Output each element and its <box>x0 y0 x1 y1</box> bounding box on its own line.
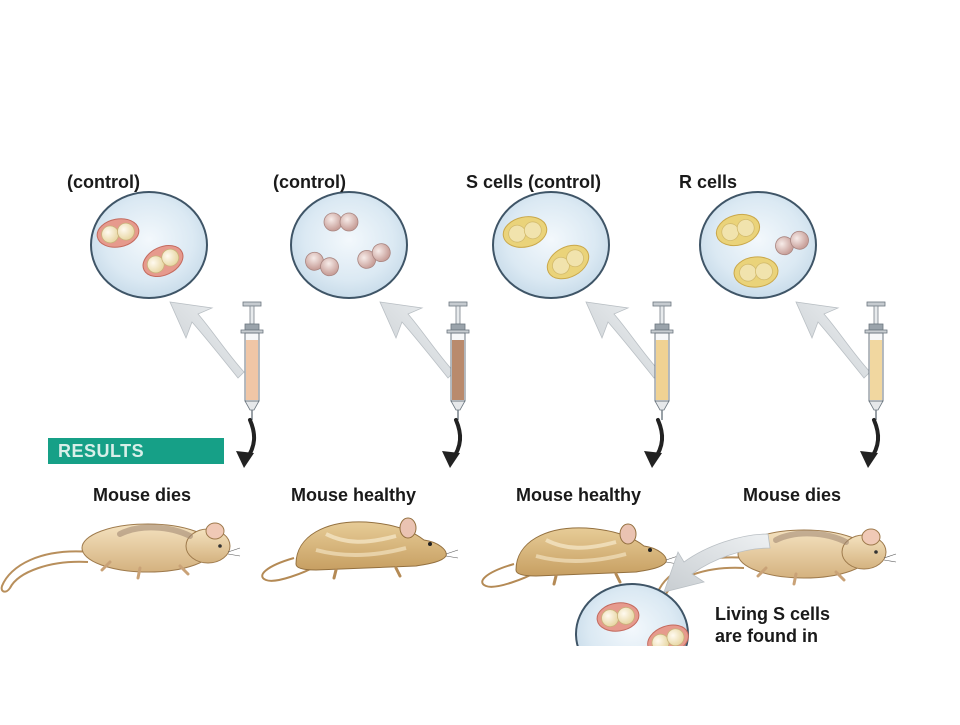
syringe-3 <box>650 301 674 421</box>
down-arrow-2 <box>440 418 463 470</box>
syringe-1 <box>240 301 264 421</box>
mouse-1-dead <box>2 523 240 592</box>
petri-dish-2 <box>290 191 408 299</box>
down-arrow-4 <box>858 418 881 470</box>
label-experiment-1: (control) <box>67 172 140 192</box>
finding-line-1: Living S cells <box>715 604 831 624</box>
transfer-arrow-to-result <box>663 533 771 593</box>
syringe-4 <box>864 301 888 421</box>
transfer-arrow-2 <box>379 301 455 379</box>
label-experiment-2: (control) <box>273 172 346 192</box>
panel-3 <box>480 191 680 589</box>
mouse-3-healthy <box>480 522 680 589</box>
outcome-1: Mouse dies <box>93 485 192 505</box>
outcome-4: Mouse dies <box>743 485 842 505</box>
bottom-crop-area <box>0 646 960 720</box>
transfer-arrow-3 <box>585 301 661 379</box>
label-experiment-3: S cells (control) <box>466 172 602 192</box>
syringe-2 <box>446 301 470 421</box>
results-label: RESULTS <box>58 441 145 461</box>
panel-2 <box>260 191 470 583</box>
down-arrow-1 <box>234 418 257 470</box>
outcome-2: Mouse healthy <box>291 485 417 505</box>
outcome-3: Mouse healthy <box>516 485 642 505</box>
results-banner: RESULTS <box>48 438 224 464</box>
down-arrow-3 <box>642 418 665 470</box>
transfer-arrow-4 <box>795 301 871 379</box>
mouse-2-healthy <box>260 516 460 583</box>
label-experiment-4: R cells <box>679 172 738 192</box>
petri-dish-4 <box>699 191 817 299</box>
petri-dish-3 <box>492 191 610 299</box>
panel-1 <box>2 191 264 592</box>
transfer-arrow-1 <box>169 301 245 379</box>
finding-line-2: are found in <box>715 626 818 646</box>
petri-dish-1 <box>90 191 208 299</box>
